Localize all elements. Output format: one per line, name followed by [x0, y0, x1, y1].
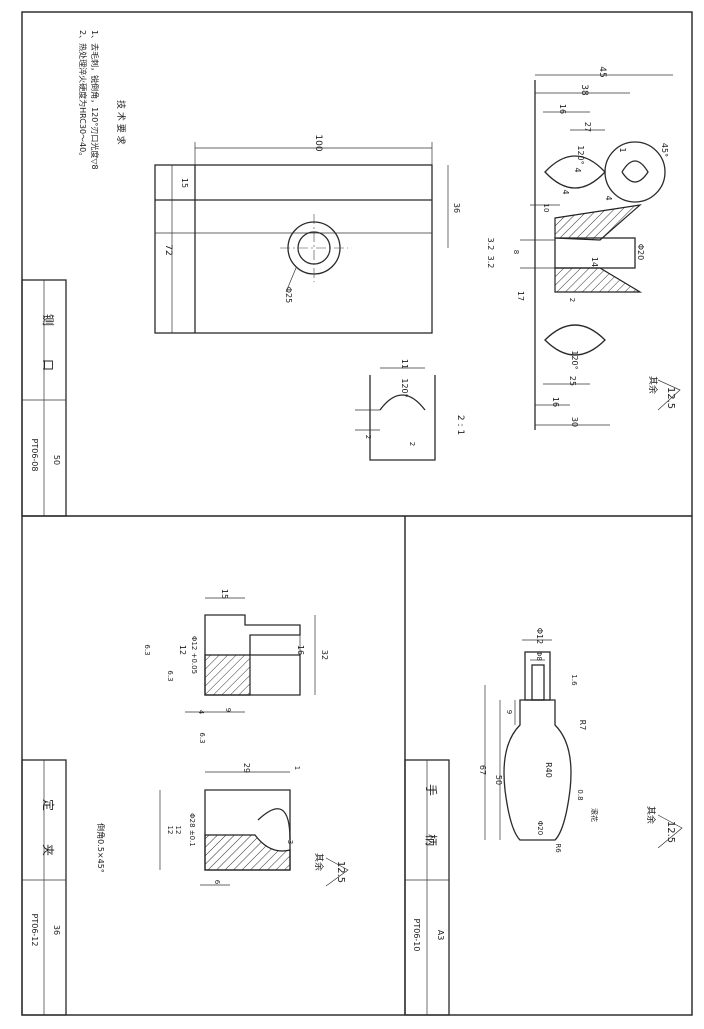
sheet3-qty: A3: [436, 930, 445, 941]
sheet3-code: PT06-10: [412, 919, 421, 952]
blade-d4a: 4: [573, 167, 582, 172]
upper-ra63c: 6.3: [198, 732, 206, 743]
blade-d30: 30: [570, 417, 579, 427]
detail-a120: 120°: [400, 378, 409, 397]
detail-d2b: 2: [408, 442, 416, 446]
sheet2-qty: 36: [52, 925, 61, 935]
blade-d16: 16: [558, 104, 567, 114]
handle-r40: R40: [544, 762, 553, 778]
sheet2-rest-value: 12.5: [335, 861, 346, 883]
upper-ra63a: 6.3: [143, 644, 151, 655]
lower-d1: 1: [293, 766, 301, 770]
handle-d9: 9: [505, 710, 513, 714]
sheet3-title-block: 手 柄 A3 PT06-10: [404, 759, 450, 1016]
sheet-frame: [21, 11, 693, 1016]
sheet2-title-block: 定 夹 36 PT06-12: [21, 759, 67, 1016]
upper-ra63b: 6.3: [166, 670, 174, 681]
plate-view: 100 72 15 36 Φ25: [154, 134, 461, 334]
handle-phi8: Φ8: [535, 651, 543, 661]
detail-scale: 2 : 1: [455, 415, 465, 435]
detail-d2a: 2: [364, 435, 372, 439]
blade-d27: 27: [583, 122, 592, 132]
sheet1-title-char1: 铡: [41, 314, 55, 326]
sheet3-rest-label: 其余: [645, 806, 657, 824]
plate-len-label: 100: [313, 134, 323, 151]
handle-phi12: Φ12: [535, 628, 544, 644]
clamp-lower-view: 29 1 12 12 Φ28 ±0.1 6 3: [159, 763, 301, 886]
handle-d67: 67: [478, 765, 487, 775]
plate-hole-label: Φ25: [284, 287, 293, 303]
upper-d4: 4: [197, 710, 205, 715]
handle-ra16: 1.6: [570, 674, 578, 686]
lower-d29: 29: [242, 763, 251, 773]
handle-r7: R7: [578, 720, 587, 731]
blade-detail-view: 11 120° 2 2 2 : 1: [355, 359, 465, 461]
blade-d10: 10: [542, 204, 550, 213]
handle-r6: R6: [554, 843, 562, 853]
handle-knurl: 滚花: [590, 808, 599, 822]
blade-d16b: 16: [551, 397, 560, 407]
sheet2-notes: 倒角0.5×45° 其余 12.5: [96, 823, 349, 887]
plate-slot-label: 15: [180, 178, 189, 188]
sheet1-surface-note: 其余 12.5: [647, 376, 681, 411]
notes-line1: 1、去毛刺，锐倒角，120°刃口光度▽8: [90, 30, 100, 170]
blade-d8: 8: [512, 250, 520, 254]
blade-a120b: 120°: [570, 350, 579, 369]
upper-d9: 9: [224, 708, 232, 712]
upper-d32: 32: [320, 650, 329, 660]
blade-ra32a: 3.2: [486, 238, 495, 251]
upper-d12: 12: [178, 645, 187, 655]
blade-ra32b: 3.2: [486, 256, 495, 269]
sheet2-rest-label: 其余: [313, 853, 325, 871]
sheet3-title-char1: 手: [424, 784, 438, 796]
blade-r1: 1: [618, 147, 627, 152]
blade-phi20: Φ20: [636, 244, 645, 260]
sheet1-title-char2: 口: [41, 359, 55, 371]
notes-heading: 技 术 要 求: [115, 100, 127, 145]
blade-d2: 2: [568, 298, 576, 302]
plate-height-label: 72: [163, 244, 173, 255]
lower-fit: Φ28 ±0.1: [188, 813, 196, 847]
blade-a45: 45°: [660, 143, 669, 157]
lower-d12a: 12: [174, 826, 182, 835]
blade-d17: 17: [516, 291, 525, 301]
sheet3-title-char2: 柄: [424, 834, 438, 846]
sheet2-title-char1: 定: [41, 799, 56, 811]
sheet1-qty: 50: [52, 455, 61, 465]
handle-view: Φ12 Φ8 1.6 R7 9 67 50 R40 0.8 滚花 Φ20 R6: [478, 628, 599, 853]
sheet2-code: PT06-12: [30, 914, 39, 947]
sheet1-technical-notes: 技 术 要 求 1、去毛刺，锐倒角，120°刃口光度▽8 2、热处理淬火硬度为H…: [78, 30, 127, 170]
sheet1-rest-value: 12.5: [665, 387, 676, 409]
blade-d25: 25: [568, 376, 577, 386]
upper-fit: Φ12 +0.05: [190, 636, 198, 674]
blade-d45: 45: [597, 66, 607, 77]
upper-d16: 16: [296, 645, 305, 655]
detail-d11: 11: [400, 359, 409, 369]
plate-right-label: 36: [452, 203, 461, 213]
blade-d4b: 4: [561, 189, 570, 194]
lower-d6: 6: [213, 880, 221, 885]
handle-d50: 50: [494, 775, 503, 785]
blade-d38: 38: [579, 84, 589, 96]
upper-d15: 15: [220, 589, 229, 599]
sheet2-title-char2: 夹: [41, 844, 55, 856]
sheet3-surface-note: 其余 12.5: [645, 806, 683, 849]
handle-ra08: 0.8: [576, 789, 584, 800]
chamfer-note: 倒角0.5×45°: [96, 823, 106, 873]
sheet3-rest-value: 12.5: [665, 821, 676, 843]
sheet1-rest-label: 其余: [647, 376, 659, 394]
blade-d14: 14: [590, 257, 599, 267]
lower-d12b: 12: [166, 826, 174, 835]
clamp-upper-view: 15 16 32 12 Φ12 +0.05 4 9 6.3 6.3 6.3: [143, 589, 329, 744]
notes-line2: 2、热处理淬火硬度为HRC30～40。: [78, 30, 88, 160]
blade-a120: 120°: [576, 145, 585, 164]
sheet1-title-block: 铡 口 50 PT06-08: [21, 279, 67, 517]
handle-phi20: Φ20: [536, 821, 544, 835]
blade-section-view: 45 38 16 27 120° 1 45° 4 4 4 10 3.2 3.2 …: [486, 66, 673, 430]
lower-d3: 3: [286, 840, 294, 844]
sheet1-code: PT06-08: [30, 439, 39, 472]
blade-d4c: 4: [604, 195, 613, 200]
